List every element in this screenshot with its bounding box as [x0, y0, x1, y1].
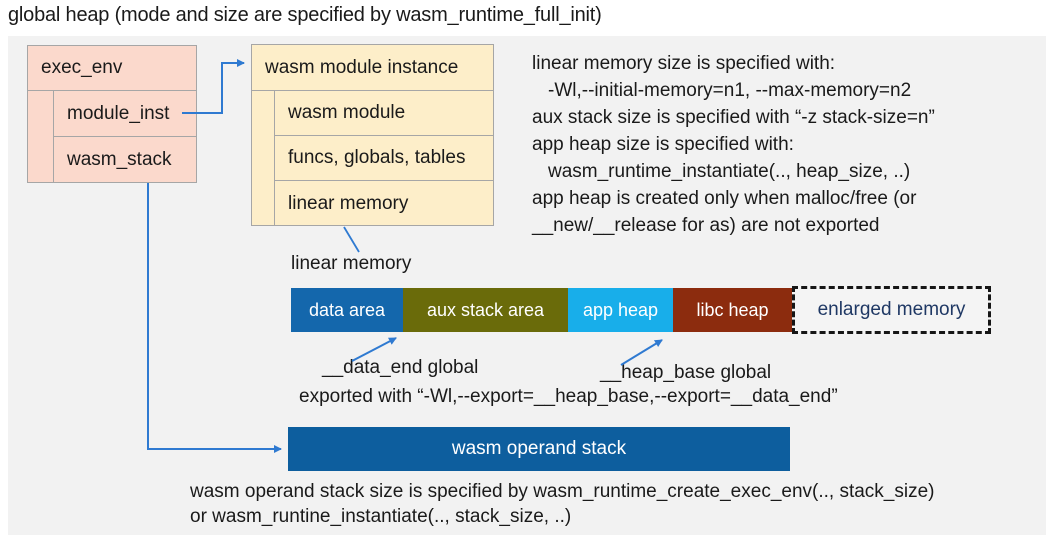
exec-env-row-wasm-stack: wasm_stack — [67, 149, 172, 170]
module-instance-cells: wasm module funcs, globals, tables linea… — [275, 91, 493, 226]
module-instance-row-wasm-module: wasm module — [275, 91, 493, 136]
linear-memory-label: linear memory — [291, 253, 412, 274]
segment-app-heap: app heap — [568, 288, 673, 332]
exec-env-header: exec_env — [28, 46, 196, 91]
module-instance-box: wasm module instance wasm module funcs, … — [251, 44, 494, 226]
footer-line: wasm operand stack size is specified by … — [190, 481, 935, 502]
module-instance-body: wasm module funcs, globals, tables linea… — [252, 91, 493, 226]
footer-note: wasm operand stack size is specified by … — [190, 479, 935, 529]
notes-block: linear memory size is specified with: -W… — [532, 50, 935, 239]
page-title: global heap (mode and size are specified… — [8, 4, 602, 26]
module-instance-row-funcs-globals-tables: funcs, globals, tables — [275, 136, 493, 181]
note-line: app heap size is specified with: — [532, 134, 794, 155]
exec-env-body: module_inst wasm_stack — [28, 91, 196, 183]
wasm-operand-stack-bar: wasm operand stack — [288, 427, 790, 471]
exec-env-left-strip — [28, 91, 54, 183]
heap-base-global-label: __heap_base global — [600, 362, 772, 383]
data-end-global-label: __data_end global — [322, 357, 479, 378]
segment-aux-stack-area: aux stack area — [403, 288, 568, 332]
exported-with-label: exported with “-Wl,--export=__heap_base,… — [299, 386, 838, 407]
segment-enlarged-memory: enlarged memory — [792, 286, 991, 334]
note-line: aux stack size is specified with “-z sta… — [532, 107, 935, 128]
note-line: wasm_runtime_instantiate(.., heap_size, … — [548, 161, 911, 182]
exec-env-cells: module_inst wasm_stack — [54, 91, 196, 183]
module-instance-row-linear-memory: linear memory — [288, 192, 409, 214]
segment-data-area: data area — [291, 288, 403, 332]
exec-env-row-module-inst: module_inst — [54, 91, 196, 137]
module-instance-header: wasm module instance — [252, 45, 493, 91]
footer-line: or wasm_runtine_instantiate(.., stack_si… — [190, 506, 572, 527]
note-line: app heap is created only when malloc/fre… — [532, 188, 917, 209]
note-line: -Wl,--initial-memory=n1, --max-memory=n2 — [548, 80, 912, 101]
note-line: linear memory size is specified with: — [532, 53, 836, 74]
module-instance-left-strip — [252, 91, 275, 226]
segment-libc-heap: libc heap — [673, 288, 792, 332]
exec-env-box: exec_env module_inst wasm_stack — [27, 45, 197, 183]
note-line: __new/__release for as) are not exported — [532, 215, 880, 236]
